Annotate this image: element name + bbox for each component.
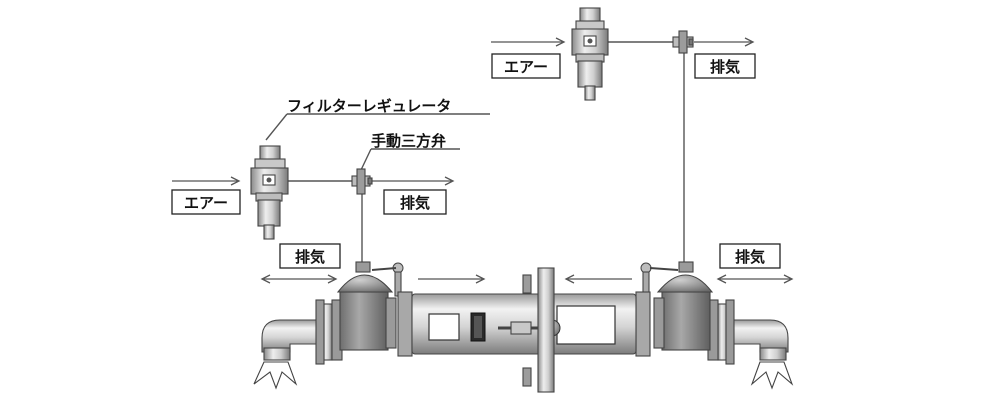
main-cylinder xyxy=(397,291,651,357)
right-spray-nozzle-icon xyxy=(750,361,794,390)
arrow-piston-right xyxy=(418,274,486,284)
label-exhaust-lower-valve: 排気 xyxy=(383,189,447,215)
cylinder-window-left xyxy=(428,313,460,341)
arrow-exhaust-lower-valve xyxy=(372,176,455,186)
arrow-air-in-left xyxy=(172,176,241,186)
svg-text:排気: 排気 xyxy=(295,248,325,266)
svg-text:フィルターレギュレータ: フィルターレギュレータ xyxy=(287,97,451,115)
svg-text:排気: 排気 xyxy=(400,194,430,212)
right-actuator-valve xyxy=(640,261,719,361)
right-elbow-pipe xyxy=(717,299,789,365)
manual-three-way-valve-upper xyxy=(672,30,694,54)
arrow-exhaust-left-double xyxy=(260,274,338,284)
filter-regulator-upper xyxy=(571,7,609,101)
svg-text:手動三方弁: 手動三方弁 xyxy=(371,132,446,150)
manual-three-way-valve-lower xyxy=(351,168,373,195)
cylinder-window-right xyxy=(556,305,616,345)
left-elbow-pipe xyxy=(261,299,333,365)
callout-filter-regulator: フィルターレギュレータ xyxy=(265,97,490,141)
callout-manual-three-way-valve: 手動三方弁 xyxy=(360,132,460,171)
left-spray-nozzle-icon xyxy=(253,361,298,390)
svg-text:エアー: エアー xyxy=(504,58,548,76)
arrow-exhaust-right-double xyxy=(716,274,794,284)
arrow-piston-left xyxy=(564,274,632,284)
label-air-left: エアー xyxy=(171,189,241,215)
svg-text:排気: 排気 xyxy=(710,58,740,76)
left-actuator-valve xyxy=(331,261,404,361)
filter-regulator-lower xyxy=(250,145,289,240)
flow-arrows xyxy=(172,37,794,284)
arrow-air-in-top xyxy=(491,37,566,47)
label-air-top: エアー xyxy=(491,53,561,79)
arrow-exhaust-top-valve xyxy=(694,37,755,47)
label-exhaust-top-valve: 排気 xyxy=(694,53,756,79)
pneumatic-lines xyxy=(282,41,685,265)
svg-text:排気: 排気 xyxy=(735,248,765,266)
svg-text:エアー: エアー xyxy=(184,194,228,212)
label-exhaust-right-main: 排気 xyxy=(719,243,781,269)
center-flange-plate xyxy=(522,267,555,393)
label-exhaust-left-main: 排気 xyxy=(279,243,341,269)
